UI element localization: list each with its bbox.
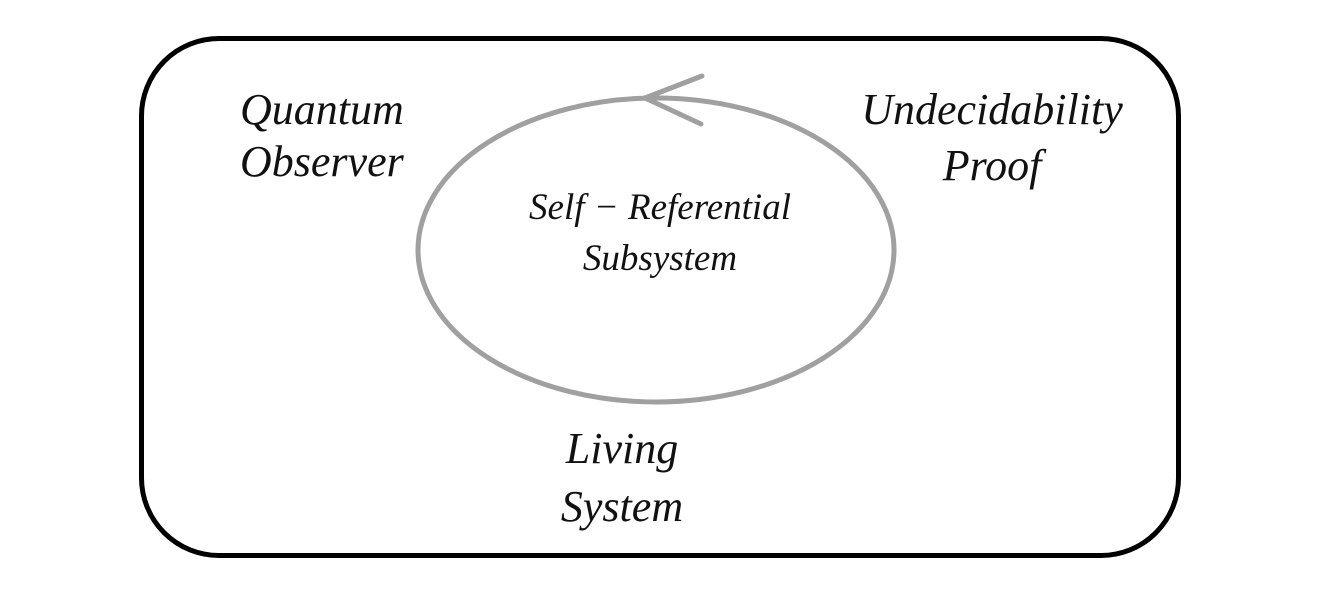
loop-ellipse xyxy=(415,95,897,405)
living-system-line1: Living xyxy=(565,424,679,473)
living-system-line2: System xyxy=(560,482,684,531)
undecidability-proof-line2: Proof xyxy=(942,141,1042,190)
arrowhead-icon xyxy=(638,73,705,127)
quantum-observer-line2: Observer xyxy=(240,137,404,186)
label-undecidability-proof: Undecidability Proof xyxy=(822,82,1162,194)
self-referential-line2: Subsystem xyxy=(582,238,738,279)
living-system-boundary xyxy=(139,36,1181,558)
label-living-system: Living System xyxy=(472,420,772,536)
undecidability-proof-line1: Undecidability xyxy=(861,85,1123,134)
quantum-observer-line1: Quantum xyxy=(240,85,404,134)
self-referential-line1: Self − Referential xyxy=(529,187,791,228)
label-self-referential-subsystem: Self − Referential Subsystem xyxy=(460,182,860,284)
label-quantum-observer: Quantum Observer xyxy=(240,84,404,188)
